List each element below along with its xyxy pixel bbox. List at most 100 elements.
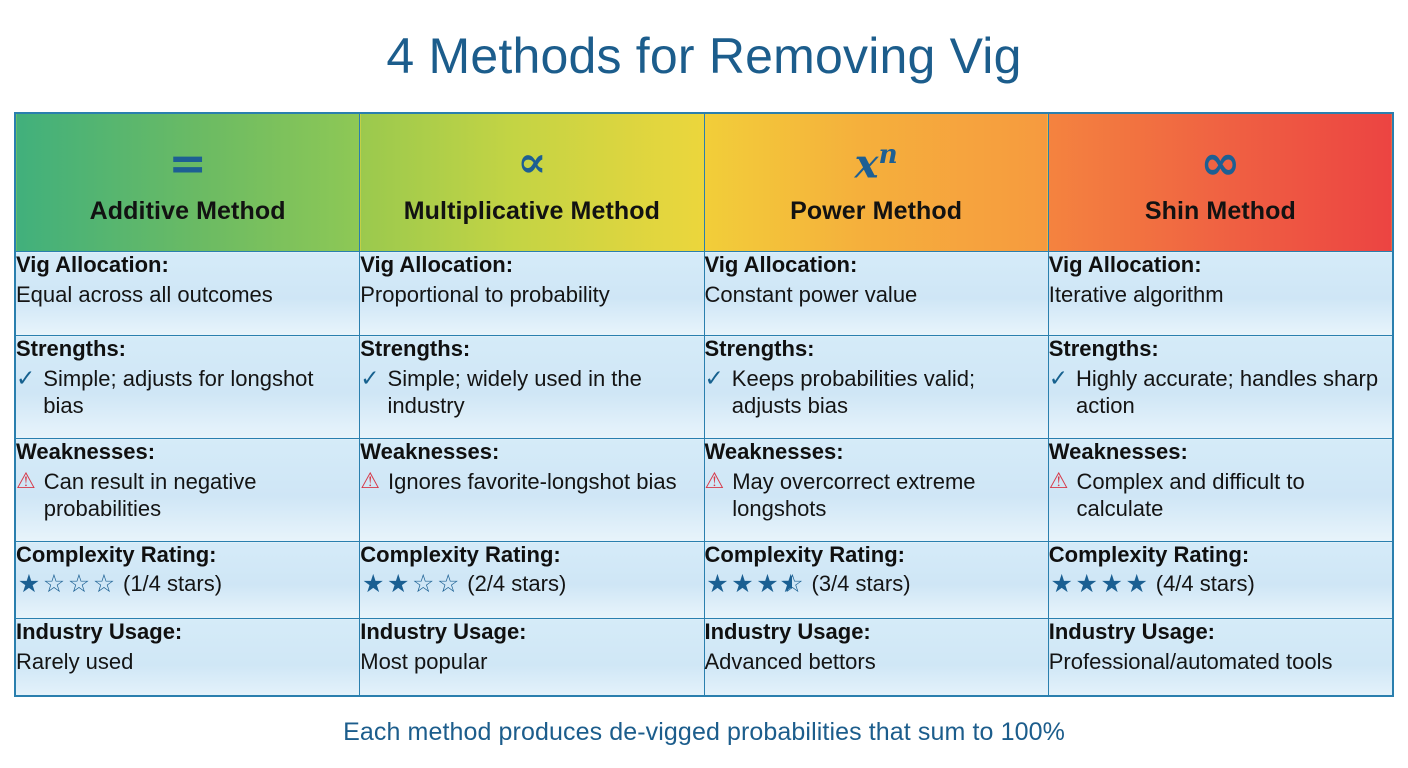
cell-strengths-multiplicative: Strengths: ✓ Simple; widely used in the … bbox=[359, 335, 705, 439]
table-row-weaknesses: Weaknesses: ⚠ Can result in negative pro… bbox=[14, 438, 1394, 542]
value-usage-shin: Professional/automated tools bbox=[1048, 648, 1333, 674]
star-half: ☆ bbox=[780, 571, 805, 596]
warning-triangle-icon: ⚠ bbox=[704, 468, 725, 494]
infinity-icon: ∞ bbox=[1049, 139, 1392, 187]
column-title-multiplicative: Multiplicative Method bbox=[403, 197, 661, 225]
cell-vig-shin: Vig Allocation: Iterative algorithm bbox=[1047, 251, 1394, 336]
value-vig-shin: Iterative algorithm bbox=[1048, 281, 1224, 307]
check-icon: ✓ bbox=[16, 365, 36, 392]
value-strength-shin: Highly accurate; handles sharp action bbox=[1076, 365, 1379, 419]
row-label-weaknesses: Weaknesses: bbox=[360, 439, 500, 464]
rating-line-additive: ★☆☆☆ (1/4 stars) bbox=[16, 571, 359, 597]
title-container: 4 Methods for Removing Vig bbox=[0, 0, 1408, 112]
row-label-complexity: Complexity Rating: bbox=[16, 542, 217, 567]
star-filled: ★ bbox=[362, 569, 384, 599]
row-label-strengths: Strengths: bbox=[16, 336, 126, 361]
rating-line-power: ★★★☆ (3/4 stars) bbox=[705, 571, 1048, 597]
column-title-power: Power Method bbox=[790, 197, 963, 225]
star-empty: ☆ bbox=[67, 569, 90, 599]
row-label-usage: Industry Usage: bbox=[360, 619, 527, 644]
strength-bullet-additive: ✓ Simple; adjusts for longshot bias bbox=[16, 365, 359, 420]
row-label-complexity: Complexity Rating: bbox=[704, 542, 905, 567]
star-filled: ★ bbox=[387, 569, 409, 599]
column-header-additive: = Additive Method bbox=[14, 113, 361, 252]
value-vig-multiplicative: Proportional to probability bbox=[360, 281, 610, 307]
value-vig-power: Constant power value bbox=[704, 281, 918, 307]
cell-usage-power: Industry Usage: Advanced bettors bbox=[703, 618, 1049, 696]
star-filled: ★ bbox=[1050, 569, 1073, 599]
strength-bullet-multiplicative: ✓ Simple; widely used in the industry bbox=[360, 365, 703, 420]
proportional-icon-glyph: ∝ bbox=[517, 137, 547, 188]
cell-usage-shin: Industry Usage: Professional/automated t… bbox=[1047, 618, 1394, 696]
star-rating-additive: ★☆☆☆ bbox=[16, 571, 116, 596]
value-weakness-shin: Complex and difficult to calculate bbox=[1076, 468, 1305, 522]
warning-triangle-icon: ⚠ bbox=[16, 468, 36, 494]
cell-complexity-power: Complexity Rating: ★★★☆ (3/4 stars) bbox=[703, 541, 1049, 619]
table-row-complexity: Complexity Rating: ★☆☆☆ (1/4 stars) Comp… bbox=[14, 541, 1394, 619]
column-header-multiplicative: ∝ Multiplicative Method bbox=[359, 113, 705, 252]
row-label-strengths: Strengths: bbox=[1048, 336, 1159, 361]
cell-complexity-multiplicative: Complexity Rating: ★★☆☆ (2/4 stars) bbox=[359, 541, 705, 619]
weakness-bullet-power: ⚠ May overcorrect extreme longshots bbox=[705, 468, 1048, 523]
star-rating-shin: ★★★★ bbox=[1049, 571, 1149, 596]
strength-bullet-shin: ✓ Highly accurate; handles sharp action bbox=[1049, 365, 1392, 420]
row-label-complexity: Complexity Rating: bbox=[1048, 542, 1250, 567]
table-row-industry-usage: Industry Usage: Rarely used Industry Usa… bbox=[14, 618, 1394, 696]
star-filled: ★ bbox=[1125, 569, 1148, 599]
cell-weaknesses-shin: Weaknesses: ⚠ Complex and difficult to c… bbox=[1047, 438, 1394, 542]
cell-complexity-shin: Complexity Rating: ★★★★ (4/4 stars) bbox=[1047, 541, 1394, 619]
row-label-usage: Industry Usage: bbox=[704, 619, 871, 644]
methods-comparison-table: = Additive Method ∝ Multiplicative Metho… bbox=[14, 112, 1394, 697]
footer-container: Each method produces de-vigged probabili… bbox=[0, 697, 1408, 768]
row-label-vig: Vig Allocation: bbox=[360, 252, 514, 277]
row-label-weaknesses: Weaknesses: bbox=[1048, 439, 1188, 464]
row-label-strengths: Strengths: bbox=[704, 336, 815, 361]
infinity-icon-glyph: ∞ bbox=[1200, 135, 1241, 191]
cell-vig-multiplicative: Vig Allocation: Proportional to probabil… bbox=[359, 251, 705, 336]
cell-usage-multiplicative: Industry Usage: Most popular bbox=[359, 618, 705, 696]
value-weakness-multiplicative: Ignores favorite-longshot bias bbox=[387, 468, 677, 494]
proportional-icon: ∝ bbox=[360, 139, 703, 187]
row-label-usage: Industry Usage: bbox=[1048, 619, 1216, 644]
warning-triangle-icon: ⚠ bbox=[360, 468, 380, 494]
value-strength-additive: Simple; adjusts for longshot bias bbox=[43, 365, 314, 419]
cell-strengths-power: Strengths: ✓ Keeps probabilities valid; … bbox=[703, 335, 1049, 439]
column-header-power: xn Power Method bbox=[703, 113, 1049, 252]
column-header-shin: ∞ Shin Method bbox=[1047, 113, 1394, 252]
rating-line-shin: ★★★★ (4/4 stars) bbox=[1049, 571, 1392, 597]
star-filled: ★ bbox=[756, 569, 778, 599]
rating-text-power: (3/4 stars) bbox=[811, 570, 911, 596]
table-header-row: = Additive Method ∝ Multiplicative Metho… bbox=[14, 113, 1394, 252]
row-label-vig: Vig Allocation: bbox=[16, 252, 169, 277]
cell-complexity-additive: Complexity Rating: ★☆☆☆ (1/4 stars) bbox=[14, 541, 361, 619]
check-icon: ✓ bbox=[360, 365, 380, 392]
table-row-vig-allocation: Vig Allocation: Equal across all outcome… bbox=[14, 251, 1394, 336]
weakness-bullet-additive: ⚠ Can result in negative probabilities bbox=[16, 468, 359, 523]
star-rating-power: ★★★☆ bbox=[705, 571, 805, 596]
star-empty: ☆ bbox=[42, 569, 65, 599]
strength-bullet-power: ✓ Keeps probabilities valid; adjusts bia… bbox=[705, 365, 1048, 420]
star-rating-multiplicative: ★★☆☆ bbox=[360, 571, 460, 596]
warning-triangle-icon: ⚠ bbox=[1048, 468, 1069, 494]
star-empty: ☆ bbox=[92, 569, 115, 599]
column-title-shin: Shin Method bbox=[1144, 197, 1296, 225]
column-title-additive: Additive Method bbox=[89, 197, 286, 225]
row-label-weaknesses: Weaknesses: bbox=[16, 439, 156, 464]
value-usage-multiplicative: Most popular bbox=[360, 648, 488, 674]
rating-text-multiplicative: (2/4 stars) bbox=[467, 570, 567, 596]
cell-weaknesses-power: Weaknesses: ⚠ May overcorrect extreme lo… bbox=[703, 438, 1049, 542]
row-label-usage: Industry Usage: bbox=[16, 619, 183, 644]
cell-vig-power: Vig Allocation: Constant power value bbox=[703, 251, 1049, 336]
value-weakness-power: May overcorrect extreme longshots bbox=[732, 468, 976, 522]
power-icon: xn bbox=[705, 139, 1048, 187]
row-label-vig: Vig Allocation: bbox=[704, 252, 858, 277]
cell-strengths-shin: Strengths: ✓ Highly accurate; handles sh… bbox=[1047, 335, 1394, 439]
cell-vig-additive: Vig Allocation: Equal across all outcome… bbox=[14, 251, 361, 336]
weakness-bullet-multiplicative: ⚠ Ignores favorite-longshot bias bbox=[360, 468, 703, 495]
row-label-strengths: Strengths: bbox=[360, 336, 471, 361]
cell-usage-additive: Industry Usage: Rarely used bbox=[14, 618, 361, 696]
star-filled: ★ bbox=[706, 569, 728, 599]
check-icon: ✓ bbox=[704, 365, 724, 392]
star-filled: ★ bbox=[731, 569, 753, 599]
